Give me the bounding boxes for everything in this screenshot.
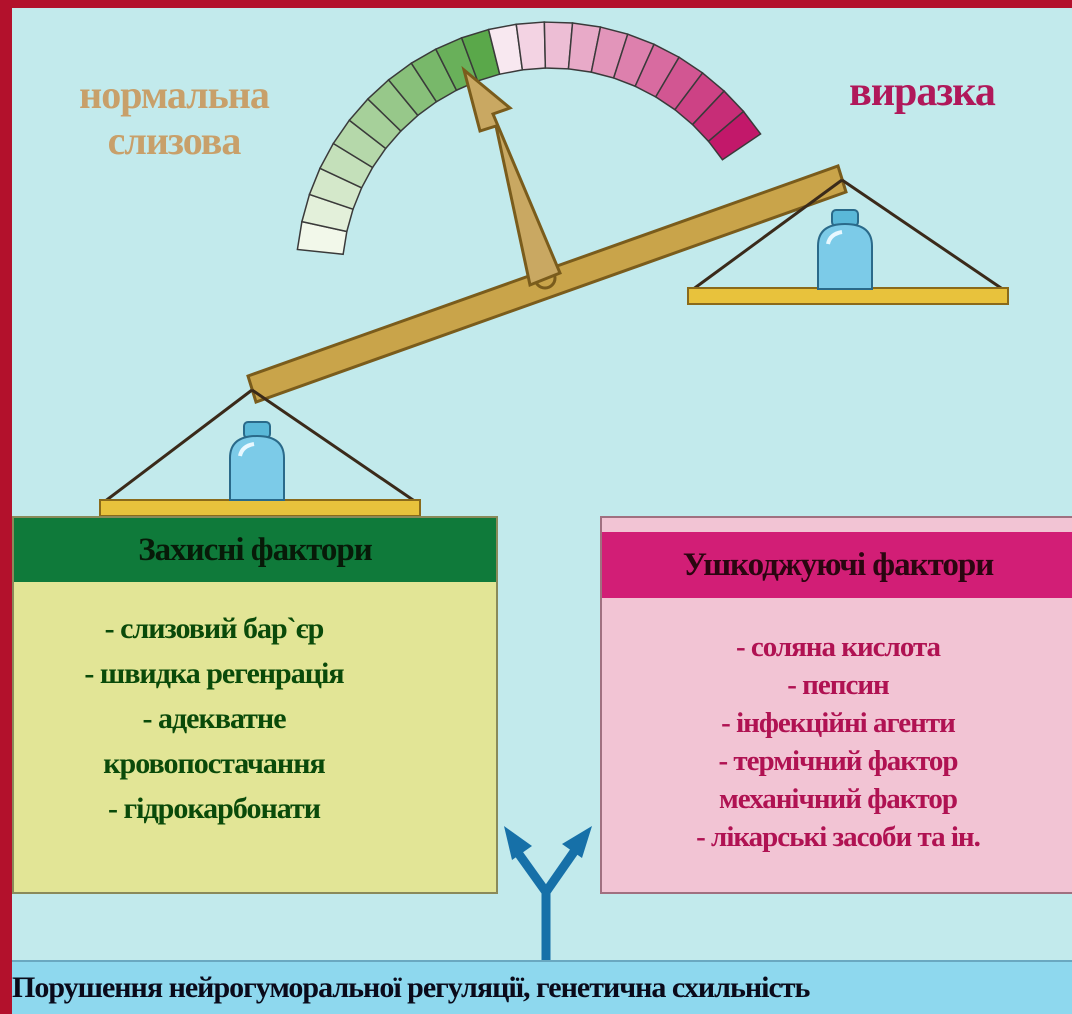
influence-arrows — [504, 826, 592, 960]
balance-scale-illustration — [99, 21, 1009, 517]
ulcer-label: виразка — [849, 69, 996, 115]
list-item: - слизовий бар`єр — [104, 612, 325, 645]
protective-factors-title: Захисні фактори — [14, 518, 496, 582]
list-item: кровопостачання — [103, 747, 325, 780]
right-arrowhead-icon — [562, 826, 592, 858]
gauge-arc — [296, 21, 762, 256]
gauge-pointer — [461, 65, 562, 288]
normal-mucosa-label: нормальна слизова — [79, 72, 270, 163]
left-arrowhead-icon — [504, 826, 532, 860]
list-item: - термічний фактор — [718, 745, 958, 777]
list-item: - швидка регенрація — [84, 657, 344, 690]
damaging-factors-box: Ушкоджуючі фактори - соляна кислота - пе… — [600, 516, 1072, 894]
list-item: - пепсин — [787, 669, 890, 701]
list-item: механічний фактор — [719, 783, 958, 815]
list-item: - лікарські засоби та ін. — [696, 821, 981, 853]
diagram-stage: нормальна слизова виразка Захисні фактор… — [12, 8, 1072, 1014]
right-arrow-line — [542, 843, 582, 895]
underlying-causes-bar: Порушення нейрогуморальної регуляції, ге… — [12, 960, 1072, 1014]
damaging-factors-title: Ушкоджуючі фактори — [602, 532, 1072, 598]
list-item: - адекватне — [142, 702, 286, 735]
list-item: - соляна кислота — [735, 631, 941, 663]
list-item: - інфекційні агенти — [721, 707, 956, 739]
gauge-segment — [707, 110, 762, 161]
left-arrow-line — [512, 847, 550, 895]
left-weight — [229, 421, 285, 501]
list-item: - гідрокарбонати — [108, 792, 321, 825]
protective-factors-list: - слизовий бар`єр - швидка регенрація - … — [14, 606, 414, 831]
protective-factors-box: Захисні фактори - слизовий бар`єр - швид… — [12, 516, 498, 894]
damaging-factors-list: - соляна кислота - пепсин - інфекційні а… — [602, 628, 1072, 856]
right-weight — [817, 209, 873, 290]
